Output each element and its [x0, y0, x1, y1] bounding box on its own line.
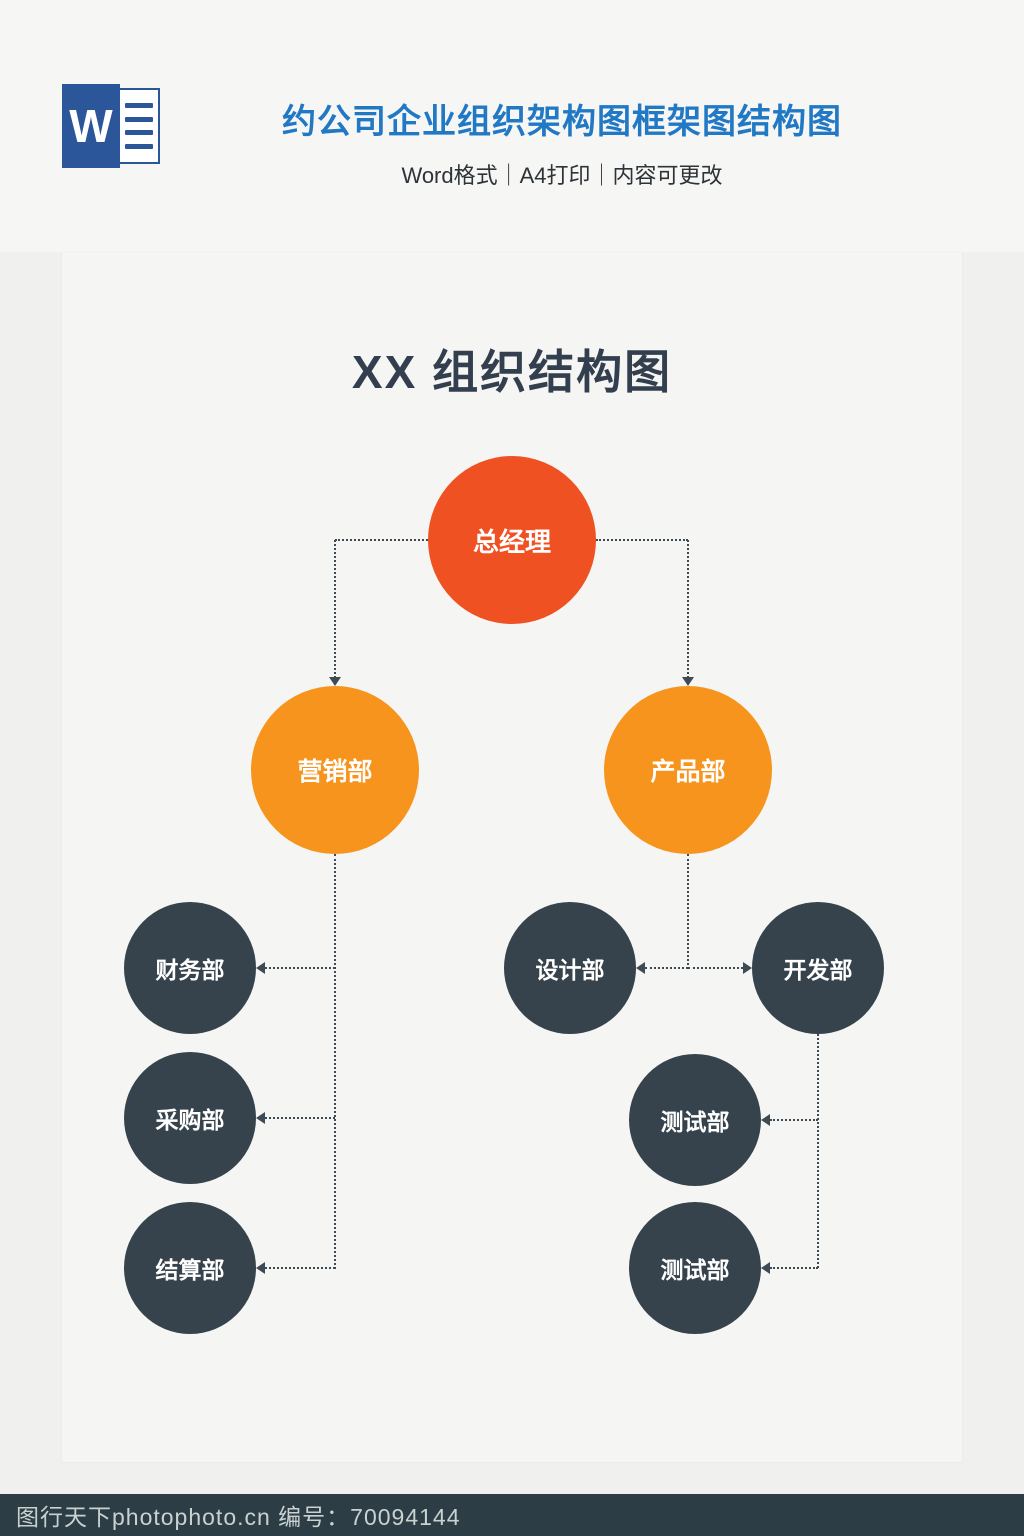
connector-product-design	[645, 967, 688, 969]
word-icon-line	[125, 144, 153, 150]
connector-development-testing2	[770, 1267, 818, 1269]
arrowhead-to-development	[743, 962, 752, 974]
connector-marketing-purchasing	[265, 1117, 335, 1119]
arrowhead-to-settlement	[256, 1262, 265, 1274]
watermark-text: 图行天下photophoto.cn 编号：70094144	[16, 1504, 461, 1530]
org-node-development: 开发部	[752, 902, 884, 1034]
connector-root-product-v	[687, 540, 689, 678]
arrowhead-to-testing1	[761, 1114, 770, 1126]
connector-root-marketing-h	[335, 539, 428, 541]
arrowhead-to-marketing	[329, 677, 341, 686]
org-node-general-manager: 总经理	[428, 456, 596, 624]
connector-product-development	[688, 967, 743, 969]
arrowhead-to-finance	[256, 962, 265, 974]
connector-development-stem	[817, 1034, 819, 1268]
connector-root-product-h	[596, 539, 688, 541]
connector-marketing-finance	[265, 967, 335, 969]
org-node-design: 设计部	[504, 902, 636, 1034]
arrowhead-to-purchasing	[256, 1112, 265, 1124]
connector-development-testing1	[770, 1119, 818, 1121]
org-node-finance: 财务部	[124, 902, 256, 1034]
connector-marketing-settlement	[265, 1267, 335, 1269]
word-icon-letter: W	[62, 84, 120, 168]
org-node-marketing: 营销部	[251, 686, 419, 854]
org-node-testing-1: 测试部	[629, 1054, 761, 1186]
template-header: W 约公司企业组织架构图框架图结构图 Word格式｜A4打印｜内容可更改	[0, 0, 1024, 252]
watermark-bar: 图行天下photophoto.cn 编号：70094144	[0, 1494, 1024, 1536]
word-icon: W	[62, 84, 162, 168]
connector-root-marketing-v	[334, 540, 336, 678]
connector-product-stem	[687, 854, 689, 969]
arrowhead-to-testing2	[761, 1262, 770, 1274]
word-icon-page	[120, 88, 160, 164]
word-icon-line	[125, 130, 153, 136]
chart-title: XX 组织结构图	[351, 346, 673, 398]
word-icon-line	[125, 102, 153, 108]
template-title: 约公司企业组织架构图框架图结构图	[282, 103, 842, 141]
org-node-product: 产品部	[604, 686, 772, 854]
template-subtitle: Word格式｜A4打印｜内容可更改	[401, 163, 723, 188]
word-icon-line	[125, 116, 153, 122]
arrowhead-to-product	[682, 677, 694, 686]
arrowhead-to-design	[636, 962, 645, 974]
org-node-purchasing: 采购部	[124, 1052, 256, 1184]
org-node-settlement: 结算部	[124, 1202, 256, 1334]
connector-marketing-stem	[334, 854, 336, 1269]
org-node-testing-2: 测试部	[629, 1202, 761, 1334]
